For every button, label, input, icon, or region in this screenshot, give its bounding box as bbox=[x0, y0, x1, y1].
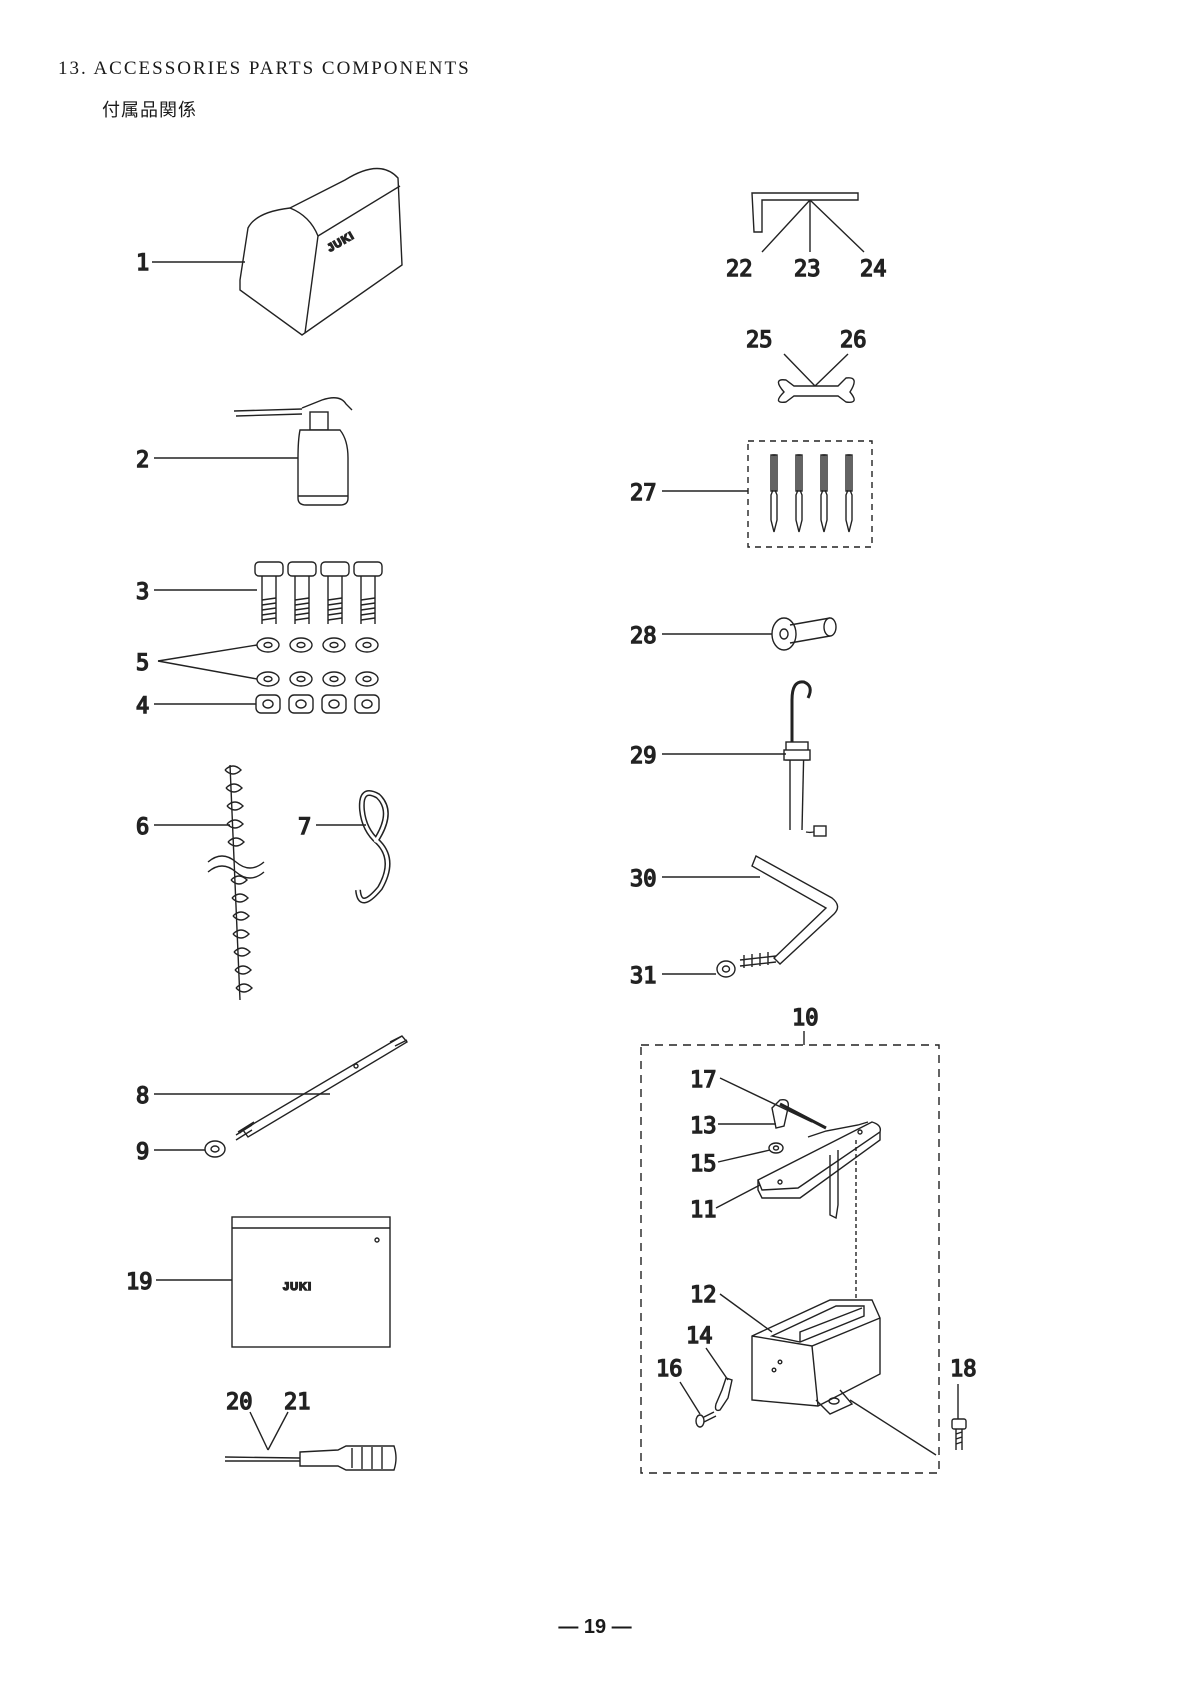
part-5-washers bbox=[256, 637, 379, 687]
part-8-rod bbox=[235, 1035, 409, 1141]
callout-12: 12 bbox=[690, 1283, 717, 1308]
callout-20: 20 bbox=[226, 1390, 253, 1415]
part-18-bolt bbox=[951, 1418, 967, 1450]
part-27-needles bbox=[747, 440, 873, 548]
callout-7: 7 bbox=[298, 815, 311, 840]
callout-5: 5 bbox=[136, 651, 149, 676]
callout-27: 27 bbox=[630, 481, 657, 506]
part-7-s-hook bbox=[355, 790, 391, 904]
part-31-nut bbox=[716, 960, 736, 978]
part-22-24-hex-keys bbox=[751, 192, 859, 233]
callout-13: 13 bbox=[690, 1114, 717, 1139]
callout-9: 9 bbox=[136, 1140, 149, 1165]
callout-14: 14 bbox=[686, 1324, 713, 1349]
part-11-bracket-plate bbox=[757, 1121, 882, 1220]
callout-30: 30 bbox=[630, 867, 657, 892]
page-title: 13. ACCESSORIES PARTS COMPONENTS bbox=[58, 58, 471, 79]
callout-19: 19 bbox=[126, 1270, 153, 1295]
callout-17: 17 bbox=[690, 1068, 717, 1093]
part-9-nut bbox=[204, 1140, 226, 1158]
callout-2: 2 bbox=[136, 448, 149, 473]
part-16-screw bbox=[695, 1411, 717, 1428]
callout-10: 10 bbox=[792, 1006, 819, 1031]
callout-21: 21 bbox=[284, 1390, 311, 1415]
callout-29: 29 bbox=[630, 744, 657, 769]
callout-18: 18 bbox=[950, 1357, 977, 1382]
callout-16: 16 bbox=[656, 1357, 683, 1382]
callout-15: 15 bbox=[690, 1152, 717, 1177]
part-25-26-spanner bbox=[777, 377, 855, 403]
part-14-nozzle bbox=[714, 1377, 733, 1412]
callout-28: 28 bbox=[630, 624, 657, 649]
callout-25: 25 bbox=[746, 328, 773, 353]
callout-6: 6 bbox=[136, 815, 149, 840]
part-2-oiler bbox=[233, 397, 353, 506]
part-15-small-nut bbox=[768, 1142, 784, 1154]
callout-22: 22 bbox=[726, 257, 753, 282]
callout-26: 26 bbox=[840, 328, 867, 353]
part-20-21-screwdriver bbox=[224, 1445, 397, 1471]
callout-11: 11 bbox=[690, 1198, 717, 1223]
part-4-nuts bbox=[255, 694, 380, 714]
callout-8: 8 bbox=[136, 1084, 149, 1109]
part-19-instruction-manual: JUKI bbox=[231, 1216, 391, 1348]
page-number: — 19 — bbox=[558, 1616, 632, 1638]
part-29-thread-guide bbox=[783, 680, 827, 837]
part-6-chain bbox=[207, 764, 265, 1001]
part-30-l-bar bbox=[739, 855, 839, 968]
part-17-rod bbox=[779, 1102, 827, 1130]
callout-1: 1 bbox=[136, 251, 149, 276]
part-3-bolts bbox=[254, 561, 383, 625]
part-12-oil-pan bbox=[751, 1299, 881, 1415]
manual-brand-label: JUKI bbox=[283, 1281, 312, 1293]
callout-3: 3 bbox=[136, 580, 149, 605]
page-subtitle: 付属品関係 bbox=[102, 100, 197, 121]
part-28-bobbin-spool bbox=[771, 617, 837, 651]
part-1-machine-cover: JUKI bbox=[239, 167, 403, 336]
callout-23: 23 bbox=[794, 257, 821, 282]
callout-4: 4 bbox=[136, 694, 149, 719]
assembly-10-box bbox=[640, 1044, 940, 1474]
callout-24: 24 bbox=[860, 257, 887, 282]
callout-31: 31 bbox=[630, 964, 657, 989]
